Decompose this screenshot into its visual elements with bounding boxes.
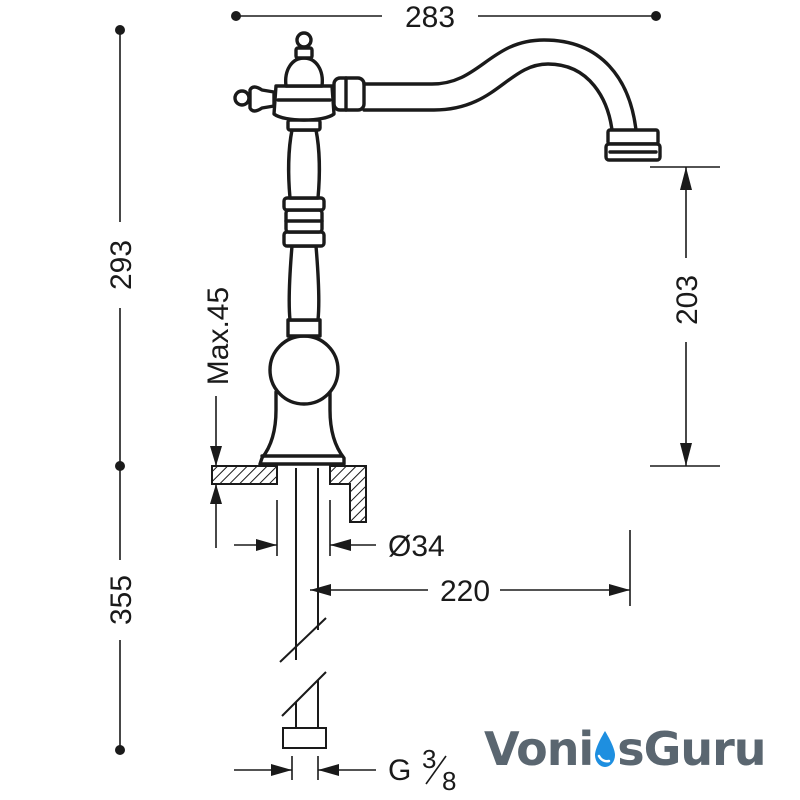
dimension-connection: G 3 8 bbox=[234, 744, 456, 796]
dimension-hole-diameter: Ø34 bbox=[234, 500, 445, 563]
label-spout-height: 203 bbox=[671, 275, 704, 325]
label-height-lower: 355 bbox=[105, 575, 138, 625]
label-deck-max: Max.45 bbox=[202, 287, 235, 385]
supply-hose bbox=[279, 468, 327, 749]
faucet-body bbox=[233, 31, 366, 466]
label-width-top: 283 bbox=[405, 1, 455, 34]
spout bbox=[362, 38, 662, 162]
brand-logo: Voni sGuru bbox=[484, 722, 767, 776]
label-height-upper: 293 bbox=[105, 240, 138, 290]
dimension-width-top: 283 bbox=[231, 1, 661, 34]
label-connection-num: 3 bbox=[422, 744, 436, 774]
brand-text-part2: sGuru bbox=[617, 722, 766, 776]
label-connection-prefix: G bbox=[388, 754, 411, 787]
dimension-reach: 220 bbox=[310, 530, 631, 608]
label-connection-den: 8 bbox=[442, 766, 456, 796]
dimension-height-left: 293 355 bbox=[105, 25, 138, 755]
dimension-spout-height: 203 bbox=[650, 166, 720, 467]
countertop bbox=[211, 465, 367, 523]
label-hole-diameter: Ø34 bbox=[388, 530, 445, 563]
dimension-deck-max: Max.45 bbox=[202, 287, 235, 548]
drop-icon bbox=[593, 722, 617, 776]
brand-text-part1: Voni bbox=[484, 722, 594, 776]
label-reach: 220 bbox=[440, 575, 490, 608]
